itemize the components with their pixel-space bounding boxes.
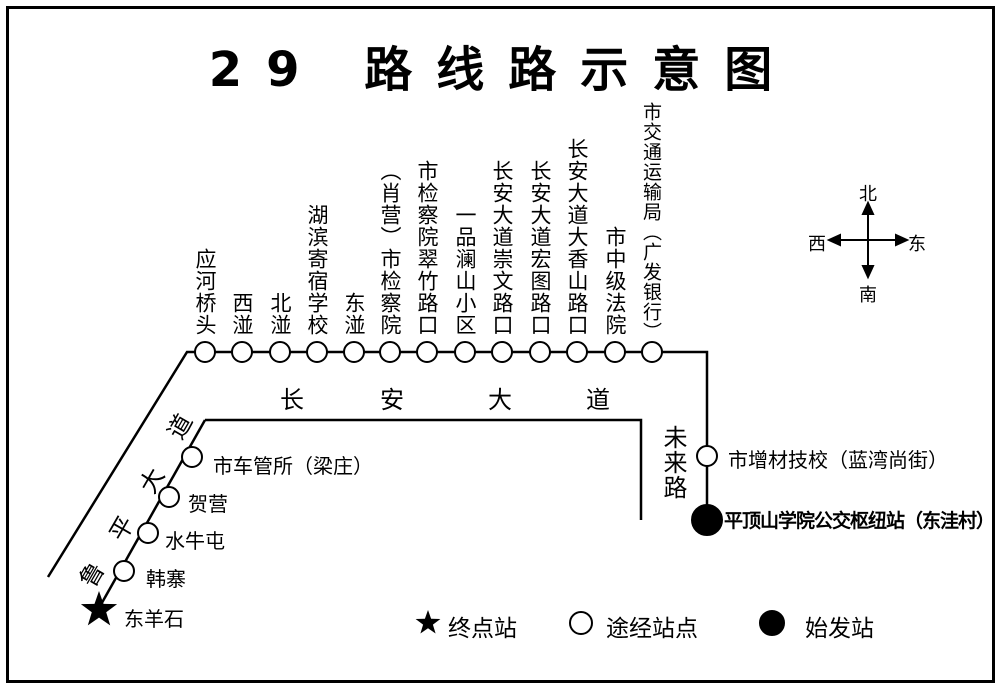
- origin-station-marker: [691, 504, 723, 536]
- station-label-north-4: 东湴: [342, 292, 366, 336]
- station-label-north-3: 湖滨寄宿学校: [305, 204, 329, 336]
- station-marker-sw-3: [113, 560, 135, 582]
- station-label-north-1: 西湴: [230, 292, 254, 336]
- station-label-north-6: 市检察院翠竹路口: [415, 160, 439, 336]
- station-label-origin: 平顶山学院公交枢纽站（东洼村）: [724, 510, 995, 532]
- legend-label-origin: 始发站: [805, 616, 874, 642]
- station-marker-north-5: [379, 341, 401, 363]
- road-label-chang: 长: [280, 386, 304, 414]
- road-label-dao: 道: [586, 386, 610, 414]
- station-label-sw-3: 韩寨: [146, 567, 186, 591]
- compass-west-label: 西: [808, 234, 826, 255]
- road-label-an: 安: [380, 386, 404, 414]
- route-line: [46, 350, 709, 578]
- station-label-north-7: 一品澜山小区: [453, 204, 477, 336]
- legend-filled-circle-icon: [759, 610, 785, 636]
- station-label-sw-1: 贺营: [188, 492, 228, 516]
- station-marker-north-0: [194, 341, 216, 363]
- legend-star-icon: [415, 610, 441, 634]
- station-label-north-10: 长安大道大香山路口: [565, 138, 589, 336]
- page-title: 29 路线路示意图: [208, 42, 797, 98]
- station-label-north-11: 市中级法院: [603, 226, 627, 336]
- station-label-north-9: 长安大道宏图路口: [528, 160, 552, 336]
- station-marker-north-12: [641, 341, 663, 363]
- station-marker-north-11: [604, 341, 626, 363]
- road-label-da: 大: [488, 386, 512, 414]
- station-label-east: 市增材技校（蓝湾尚街）: [728, 448, 948, 472]
- station-label-north-0: 应河桥头: [193, 248, 217, 336]
- legend-hollow-circle-icon: [569, 611, 593, 635]
- station-marker-sw-1: [158, 486, 180, 508]
- station-label-north-8: 长安大道崇文路口: [490, 160, 514, 336]
- compass-north-label: 北: [859, 184, 877, 205]
- station-marker-north-9: [529, 341, 551, 363]
- station-marker-sw-2: [137, 522, 159, 544]
- station-label-terminal: 东羊石: [124, 607, 184, 631]
- station-marker-sw-0: [181, 446, 203, 468]
- station-label-north-2: 北湴: [268, 292, 292, 336]
- station-label-north-5: （肖营）市检察院: [378, 160, 402, 336]
- station-label-north-12: 市交通运输局（广发银行）: [640, 102, 662, 342]
- station-marker-north-3: [306, 341, 328, 363]
- compass-east-label: 东: [908, 234, 926, 255]
- compass-south-label: 南: [859, 285, 877, 306]
- station-label-sw-2: 水牛屯: [165, 529, 225, 553]
- road-edge-line: [205, 418, 643, 520]
- station-marker-north-2: [269, 341, 291, 363]
- station-marker-east: [696, 445, 718, 467]
- legend-label-terminal: 终点站: [448, 616, 517, 642]
- station-marker-north-8: [491, 341, 513, 363]
- station-marker-north-10: [566, 341, 588, 363]
- terminal-station-star: [80, 591, 118, 626]
- station-marker-north-7: [454, 341, 476, 363]
- station-marker-north-4: [343, 341, 365, 363]
- legend-label-via: 途经站点: [606, 616, 698, 642]
- station-marker-north-6: [416, 341, 438, 363]
- map-frame: [6, 6, 995, 683]
- compass: [826, 200, 910, 280]
- road-label-weilai: 未来路: [659, 425, 687, 500]
- station-marker-north-1: [231, 341, 253, 363]
- station-label-sw-0: 市车管所（梁庄）: [213, 454, 373, 478]
